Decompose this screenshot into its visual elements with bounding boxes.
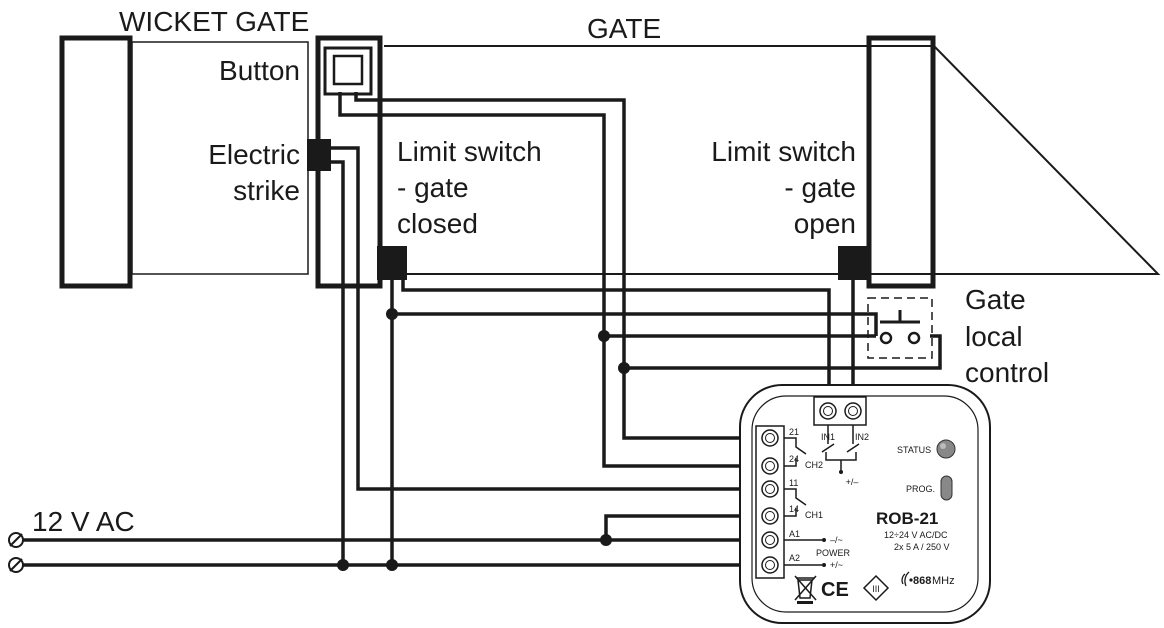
terminal-21 <box>761 429 779 447</box>
in-common-label: +/– <box>846 477 859 487</box>
rating-label: 2x 5 A / 250 V <box>894 542 950 552</box>
class-iii-icon <box>862 574 890 602</box>
limit-switch-open <box>838 246 868 280</box>
a1-symbol: –/~ <box>830 535 843 545</box>
terminal-in2 <box>844 402 862 420</box>
wicket-gate <box>59 35 383 289</box>
wiring <box>20 92 942 571</box>
frequency-label: 868 <box>913 575 931 587</box>
limit-switch-closed <box>377 246 407 280</box>
local-control-label-line2: local <box>965 321 1023 352</box>
terminal-11 <box>761 480 779 498</box>
electric-strike-label-line1: Electric <box>208 139 300 170</box>
gate-label: GATE <box>587 13 661 44</box>
class-iii-label: III <box>872 584 880 594</box>
status-label: STATUS <box>897 445 931 455</box>
junction-dot <box>598 330 610 342</box>
gate-post <box>866 35 936 289</box>
prog-label: PROG. <box>906 484 935 494</box>
limit-switch-open-label-line2: - gate <box>784 172 856 203</box>
rob-21-device <box>739 384 991 624</box>
terminal-24-label: 24 <box>789 454 799 464</box>
button <box>323 46 373 96</box>
terminal-a2 <box>761 556 779 574</box>
ce-mark: CE <box>821 579 849 601</box>
ch1-label: CH1 <box>805 510 823 520</box>
in1-label: IN1 <box>821 432 835 442</box>
terminal-in1 <box>819 402 837 420</box>
labels: WICKET GATE GATE Button Electric strike … <box>32 6 1049 537</box>
a2-symbol: +/~ <box>830 560 843 570</box>
prog-button <box>940 475 953 501</box>
terminal-14-label: 14 <box>789 504 799 514</box>
supply-label: 12÷24 V AC/DC <box>884 530 948 540</box>
junction-dot <box>337 559 349 571</box>
sliding-gate <box>384 35 1161 289</box>
terminal-column <box>761 429 779 574</box>
terminal-14 <box>761 507 779 525</box>
wireless-signal-icon <box>901 571 913 587</box>
junction-dot <box>386 308 398 320</box>
ch2-label: CH2 <box>805 460 823 470</box>
terminal-24 <box>761 457 779 475</box>
terminal-21-label: 21 <box>789 427 799 437</box>
local-control-label-line3: control <box>965 357 1049 388</box>
gate-leaf <box>384 45 1161 275</box>
device-inner <box>751 395 979 613</box>
limit-switch-closed-label-line1: Limit switch <box>397 136 542 167</box>
wicket-gate-label: WICKET GATE <box>119 6 309 37</box>
frequency-unit-label: MHz <box>932 575 955 587</box>
terminal-a2-label: A2 <box>789 553 800 563</box>
terminal-11-label: 11 <box>789 478 798 488</box>
limit-switch-open-label-line1: Limit switch <box>711 136 856 167</box>
weee-bin-icon <box>794 575 817 604</box>
model-label: ROB-21 <box>876 509 938 528</box>
device-labels: IN1 IN2 +/– 21 24 CH2 11 14 CH1 A1 A2 –/… <box>789 427 955 601</box>
local-control-label-line1: Gate <box>965 284 1026 315</box>
wicket-gate-left-post <box>59 35 133 289</box>
button-label: Button <box>219 55 300 86</box>
electric-strike-label-line2: strike <box>233 175 300 206</box>
junction-dot <box>386 559 398 571</box>
gate-local-control-switch <box>867 297 933 359</box>
status-led <box>936 439 956 459</box>
junction-dot <box>618 362 630 374</box>
terminal-a1 <box>761 531 779 549</box>
junction-dot <box>600 534 612 546</box>
limit-switch-closed-label-line3: closed <box>397 208 478 239</box>
limit-switch-closed-label-line2: - gate <box>397 172 469 203</box>
in2-label: IN2 <box>855 432 869 442</box>
power-terminals <box>8 532 24 573</box>
terminal-a1-label: A1 <box>789 529 800 539</box>
limit-switch-open-label-line3: open <box>794 208 856 239</box>
power-label: POWER <box>816 548 851 558</box>
electric-strike <box>307 139 331 171</box>
power-supply-label: 12 V AC <box>32 506 135 537</box>
